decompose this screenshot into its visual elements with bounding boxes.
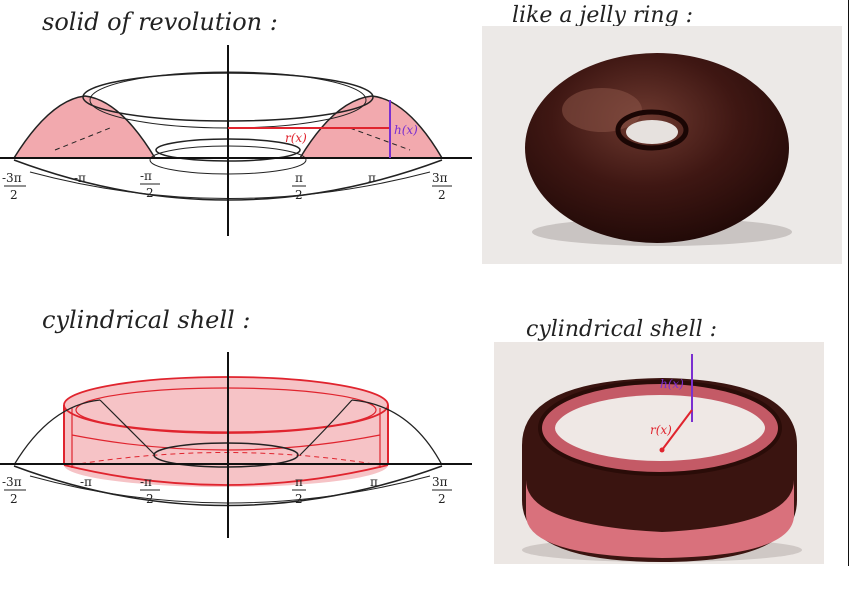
shell-top-inner-edge bbox=[75, 387, 377, 433]
tick-pi: π bbox=[370, 475, 378, 489]
shell-bottom-edge bbox=[63, 464, 389, 486]
tick-pi-2-num: π bbox=[295, 171, 303, 185]
right-dash bbox=[349, 127, 411, 151]
tick-neg-pi-2-den: 2 bbox=[146, 492, 154, 506]
torus-right-outline bbox=[351, 399, 443, 466]
torus-inner-right bbox=[299, 399, 353, 456]
tick-pi-2-den: 2 bbox=[295, 492, 303, 506]
donut-hole bbox=[626, 120, 678, 144]
jelly-ring-photo: like a jelly ring : bbox=[482, 3, 842, 264]
radius-line bbox=[661, 409, 693, 451]
ring-rim bbox=[538, 380, 782, 476]
solid-of-revolution-diagram: solid of revolution : r(x) h(x) -3π 2 -π… bbox=[0, 8, 472, 236]
torus-inner-left bbox=[99, 399, 156, 456]
title-solid-of-revolution: solid of revolution : bbox=[42, 8, 278, 36]
radius-label: r(x) bbox=[650, 423, 672, 437]
tick-neg-pi: -π bbox=[80, 475, 92, 489]
torus-hole bbox=[153, 442, 299, 468]
radius-label: r(x) bbox=[285, 131, 307, 145]
left-dash bbox=[54, 127, 111, 151]
tick-neg-pi-2-den: 2 bbox=[146, 186, 154, 200]
cylindrical-shell-photo: cylindrical shell : h(x) r(x) bbox=[494, 317, 824, 564]
tick-3pi-2-den: 2 bbox=[438, 188, 446, 202]
tick-neg-3pi-2-num: -3π bbox=[2, 171, 22, 185]
center-point bbox=[659, 447, 665, 453]
height-label: h(x) bbox=[660, 377, 684, 391]
cylindrical-shell-diagram: cylindrical shell : -3π 2 -π -π 2 π 2 π … bbox=[0, 306, 472, 538]
tick-neg-3pi-2-den: 2 bbox=[10, 492, 18, 506]
bottom-outer-curve-2 bbox=[29, 171, 431, 199]
shell-inner-curve bbox=[71, 434, 381, 451]
tick-neg-3pi-2-den: 2 bbox=[10, 188, 18, 202]
tick-neg-pi: -π bbox=[74, 171, 86, 185]
donut-hole-rim bbox=[615, 109, 689, 151]
tick-pi: π bbox=[368, 171, 376, 185]
shell-dashed-curve bbox=[71, 452, 381, 466]
right-border-line bbox=[848, 0, 849, 566]
title-jelly-ring: like a jelly ring : bbox=[512, 3, 693, 28]
donut-highlight bbox=[562, 88, 642, 132]
title-cylindrical-shell: cylindrical shell : bbox=[42, 306, 250, 334]
ring-jelly-band bbox=[526, 480, 794, 558]
height-label: h(x) bbox=[394, 123, 418, 137]
tick-pi-2-num: π bbox=[295, 475, 303, 489]
tick-3pi-2-num: 3π bbox=[432, 475, 448, 489]
tick-pi-2-den: 2 bbox=[295, 188, 303, 202]
title-cylindrical-shell-photo: cylindrical shell : bbox=[526, 317, 717, 342]
tick-neg-3pi-2-num: -3π bbox=[2, 475, 22, 489]
left-hump-fill bbox=[12, 95, 157, 159]
ring-inner-opening bbox=[548, 388, 772, 468]
torus-left-outline bbox=[13, 399, 101, 466]
tick-neg-pi-2-num: -π bbox=[140, 475, 152, 489]
ring-inner-wall bbox=[541, 381, 779, 475]
tick-3pi-2-num: 3π bbox=[432, 171, 448, 185]
tick-3pi-2-den: 2 bbox=[438, 492, 446, 506]
tick-neg-pi-2-num: -π bbox=[140, 169, 152, 183]
